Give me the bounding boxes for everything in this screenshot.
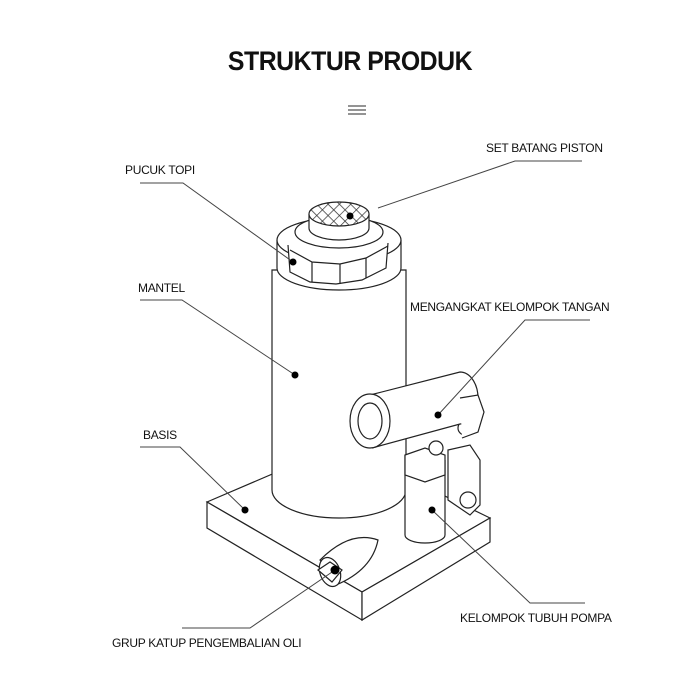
page-title: STRUKTUR PRODUK bbox=[227, 46, 473, 76]
label-mantle: MANTEL bbox=[138, 281, 185, 295]
lift-handle-socket bbox=[349, 371, 485, 449]
label-piston-rod: SET BATANG PISTON bbox=[486, 141, 603, 155]
top-cap bbox=[276, 201, 402, 291]
label-base: BASIS bbox=[143, 428, 177, 442]
callout-dots bbox=[241, 212, 442, 575]
label-lift-handle: MENGANGKAT KELOMPOK TANGAN bbox=[410, 300, 610, 314]
leader-lines bbox=[140, 160, 590, 629]
divider-icon bbox=[348, 105, 366, 115]
label-oil-return-valve: GRUP KATUP PENGEMBALIAN OLI bbox=[112, 636, 302, 650]
pump-body bbox=[404, 420, 481, 544]
mantle-cylinder bbox=[271, 269, 407, 519]
label-top-cap: PUCUK TOPI bbox=[125, 163, 195, 177]
label-pump-body: KELOMPOK TUBUH POMPA bbox=[460, 611, 612, 625]
